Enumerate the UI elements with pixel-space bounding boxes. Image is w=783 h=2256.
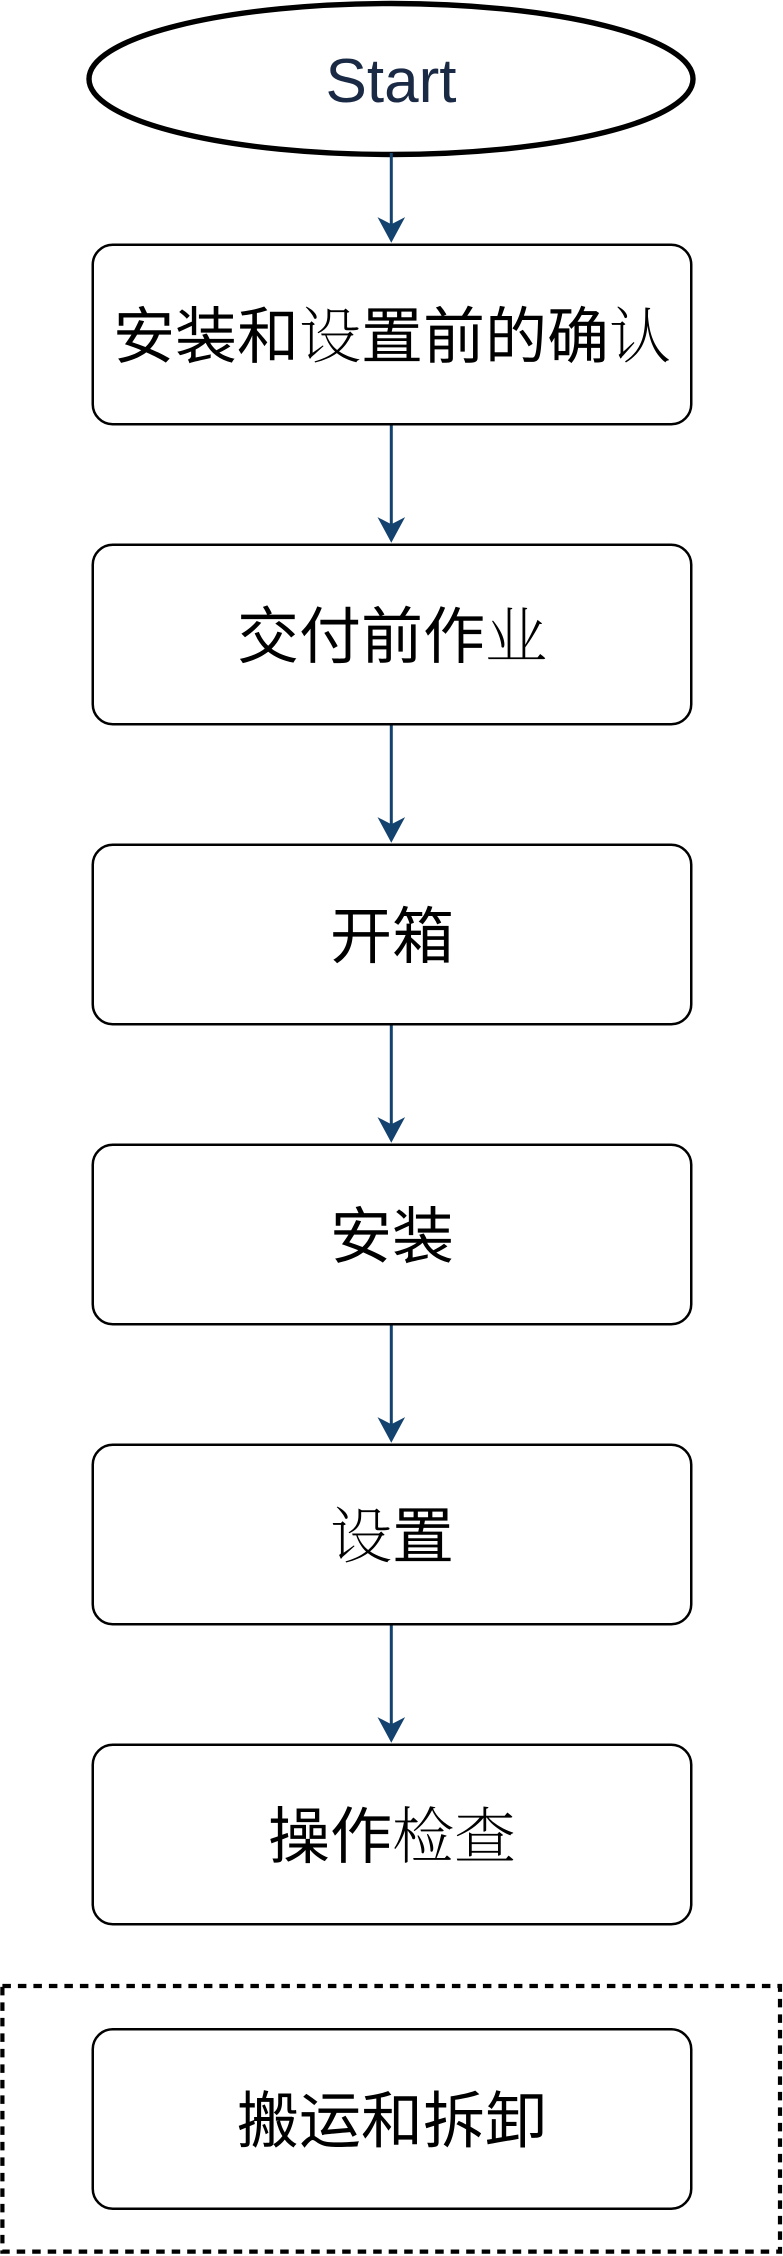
svg-text:Start: Start [326,47,457,116]
